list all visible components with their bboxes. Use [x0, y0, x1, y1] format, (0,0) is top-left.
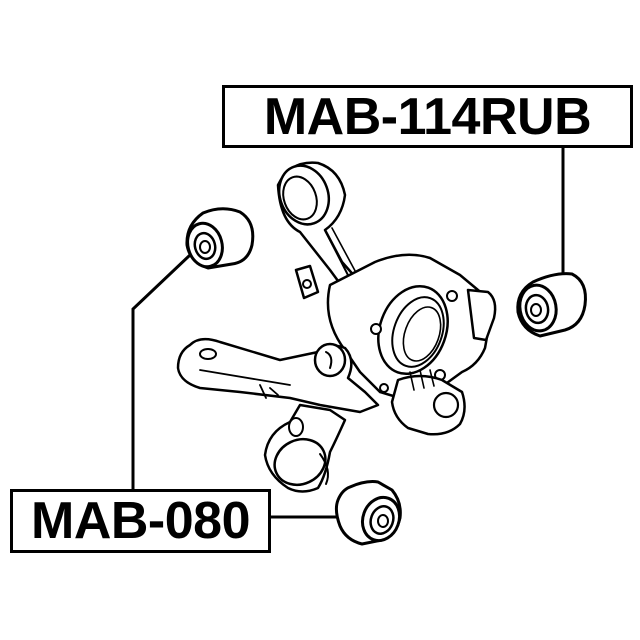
bushing-bottom — [334, 480, 402, 546]
bushing-left — [185, 207, 255, 270]
ball-joint — [313, 342, 347, 378]
part-number-text-bottom: MAB-080 — [31, 492, 251, 550]
leader-line-bottom-to-left-bushing — [131, 253, 192, 490]
part-number-text-top: MAB-114RUB — [263, 87, 592, 146]
knuckle-assembly — [176, 161, 497, 493]
part-number-label-top: MAB-114RUB — [222, 85, 633, 148]
hub-bore-inner — [391, 296, 445, 368]
part-number-label-bottom: MAB-080 — [10, 489, 271, 553]
bushing-right — [516, 272, 587, 338]
leader-lines — [131, 147, 565, 519]
